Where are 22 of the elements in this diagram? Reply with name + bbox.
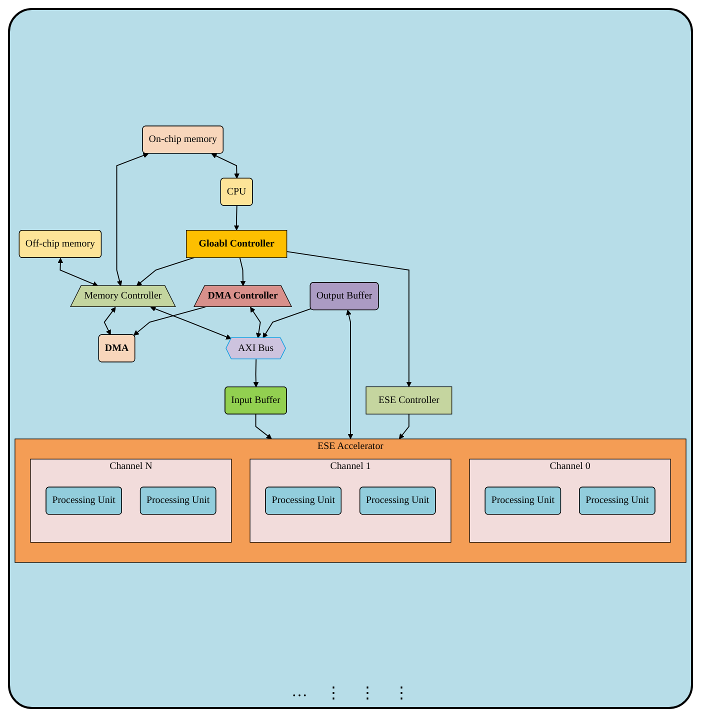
arrow — [262, 308, 312, 339]
ellipsis-mark: … — [292, 683, 308, 702]
arrow — [136, 257, 195, 286]
arrow — [211, 154, 240, 179]
node-box: Gloabl Controller — [186, 230, 288, 258]
arrow — [58, 258, 98, 287]
arrow — [133, 306, 206, 336]
arrow — [239, 257, 246, 286]
ellipsis-mark: ⋮ — [394, 684, 410, 703]
ellipsis-mark: ⋮ — [326, 684, 342, 703]
arrow — [116, 153, 149, 286]
arrow — [250, 307, 262, 339]
arrow — [255, 414, 272, 440]
ellipsis-mark: ⋮ — [360, 684, 376, 703]
arrow — [104, 307, 116, 336]
node-box: ESE Controller — [366, 386, 452, 415]
arrow — [253, 358, 259, 388]
arrow — [346, 310, 354, 440]
arrow — [286, 251, 412, 388]
arrow — [398, 414, 410, 440]
arrow — [150, 306, 232, 340]
arrow — [234, 206, 240, 231]
